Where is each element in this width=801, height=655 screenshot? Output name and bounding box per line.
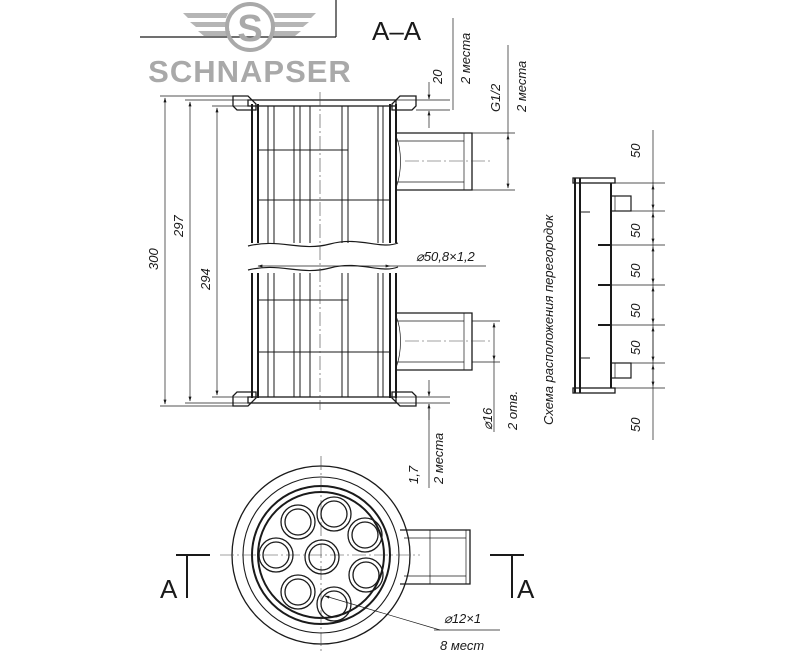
- logo-letter: S: [237, 8, 262, 50]
- dim-d16-note: 2 отв.: [505, 391, 520, 431]
- section-title: А–А: [372, 16, 422, 46]
- baffle-spacing-1: 50: [628, 143, 643, 158]
- dim-20-note: 2 места: [458, 33, 473, 85]
- schnapser-logo: S SCHNAPSER: [148, 2, 352, 89]
- baffle-spacing-3: 50: [628, 263, 643, 278]
- dim-g12: G1/2: [488, 83, 503, 112]
- baffle-spacing-5: 50: [628, 340, 643, 355]
- section-view: [232, 92, 492, 410]
- baffle-scheme: Схема расположения перегородок: [541, 130, 665, 440]
- dim-294: 294: [198, 268, 213, 291]
- baffle-spacing-4: 50: [628, 303, 643, 318]
- frame-fragment: [140, 0, 337, 38]
- dim-d16: ⌀16: [480, 407, 495, 430]
- baffle-spacing-2: 50: [628, 223, 643, 238]
- section-mark-right: А: [517, 574, 535, 604]
- dim-tube-small-note: 8 мест: [440, 638, 484, 653]
- end-view: ⌀12×1 8 мест А А: [160, 456, 535, 654]
- dim-g12-note: 2 места: [514, 61, 529, 113]
- dim-tube: ⌀50,8×1,2: [416, 249, 476, 264]
- logo-brand: SCHNAPSER: [148, 54, 352, 89]
- dim-17-note: 2 места: [431, 433, 446, 485]
- dim-tube-small: ⌀12×1: [444, 611, 481, 626]
- dimensions: 300 297 294 20 2 места G1/2 2 места ⌀50,…: [146, 18, 529, 488]
- baffle-scheme-title: Схема расположения перегородок: [541, 214, 556, 425]
- dim-20: 20: [430, 69, 445, 85]
- dim-17: 1,7: [406, 465, 421, 484]
- dim-300: 300: [146, 248, 161, 270]
- baffle-spacing-6: 50: [628, 417, 643, 432]
- section-mark-left: А: [160, 574, 178, 604]
- dim-297: 297: [171, 215, 186, 238]
